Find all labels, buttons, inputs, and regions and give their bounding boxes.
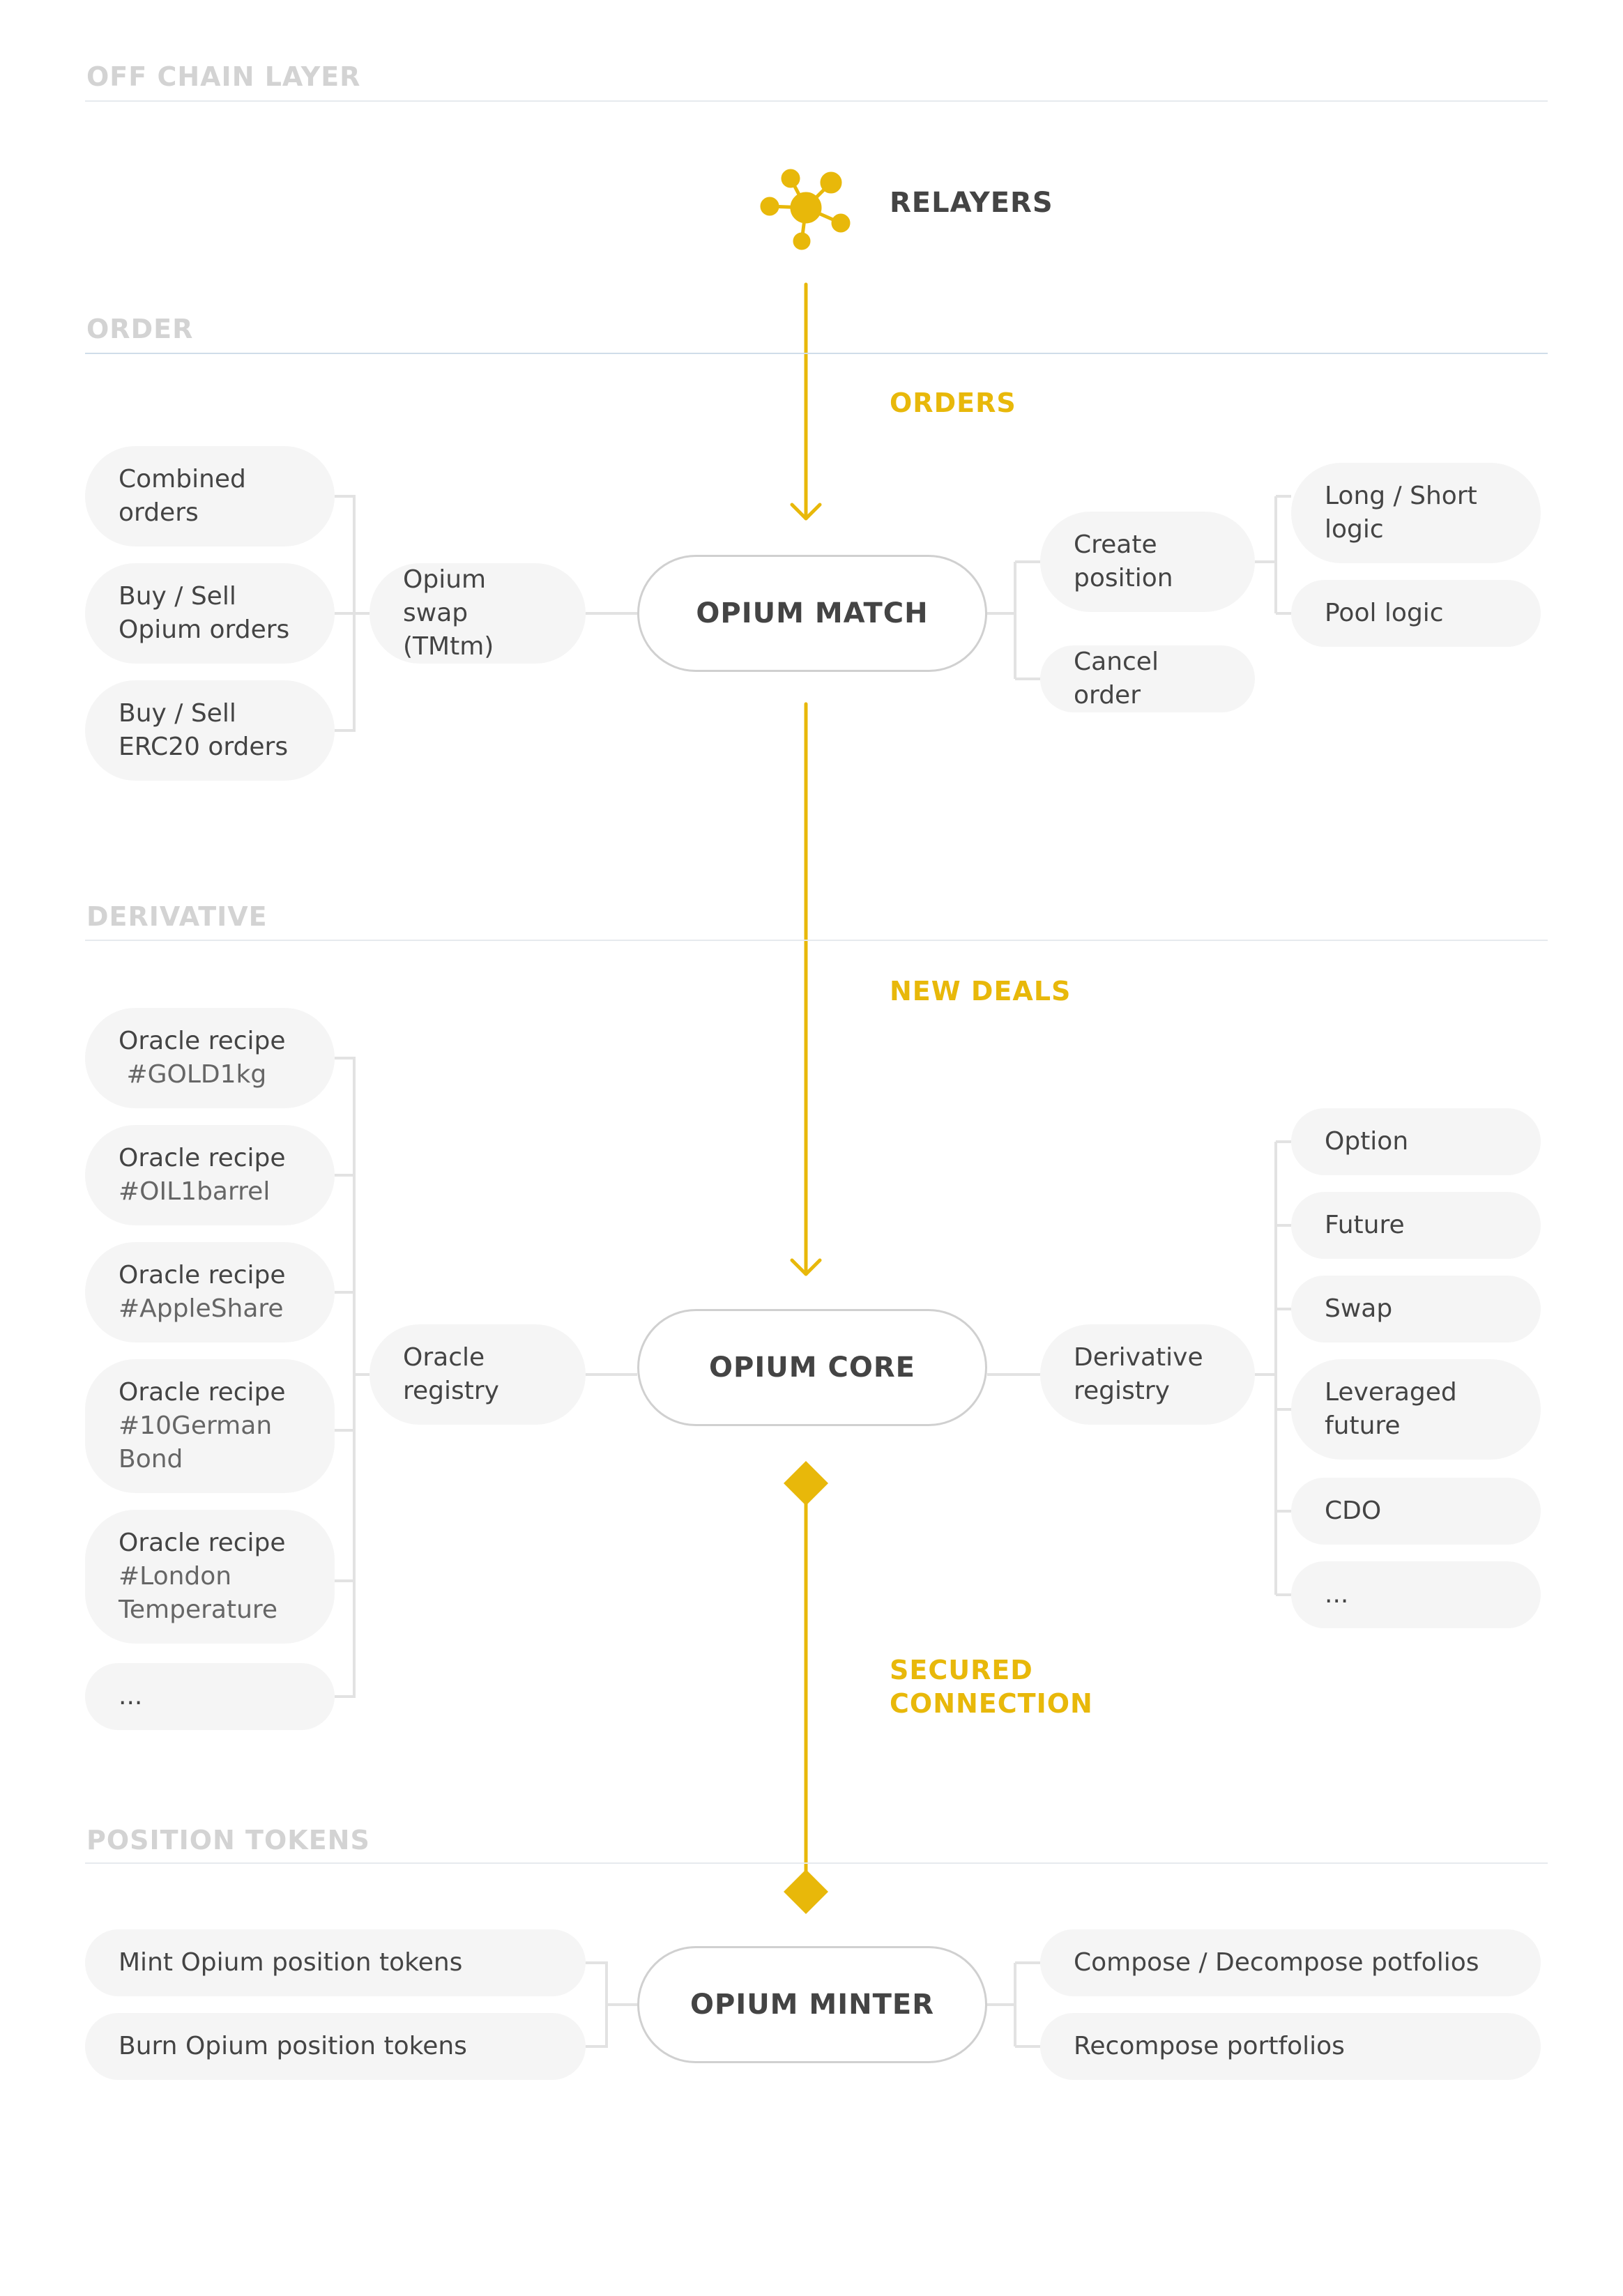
create-position-node[interactable]: Create position bbox=[1040, 512, 1255, 612]
oracle-recipe-more[interactable]: ... bbox=[85, 1663, 335, 1730]
section-divider bbox=[85, 1862, 1548, 1864]
derivative-type-option[interactable]: Option bbox=[1291, 1108, 1541, 1175]
section-divider bbox=[85, 353, 1548, 354]
section-position-tokens: POSITION TOKENS bbox=[86, 1825, 370, 1855]
oracle-recipe-item[interactable]: Oracle recipe #GOLD1kg bbox=[85, 1008, 335, 1108]
mint-position-tokens-node[interactable]: Mint Opium position tokens bbox=[85, 1929, 586, 1996]
order-type-combined[interactable]: Combined orders bbox=[85, 446, 335, 546]
burn-position-tokens-node[interactable]: Burn Opium position tokens bbox=[85, 2013, 586, 2080]
opium-minter-node[interactable]: OPIUM MINTER bbox=[637, 1946, 987, 2063]
oracle-recipe-title: Oracle recipe bbox=[119, 1378, 286, 1407]
derivative-registry-node[interactable]: Derivative registry bbox=[1040, 1324, 1255, 1425]
derivative-type-future[interactable]: Future bbox=[1291, 1192, 1541, 1259]
recompose-portfolios-node[interactable]: Recompose portfolios bbox=[1040, 2013, 1541, 2080]
derivative-type-swap[interactable]: Swap bbox=[1291, 1276, 1541, 1342]
pool-logic-node[interactable]: Pool logic bbox=[1291, 580, 1541, 647]
compose-portfolios-node[interactable]: Compose / Decompose potfolios bbox=[1040, 1929, 1541, 1996]
flow-label-secured-connection: SECURED CONNECTION bbox=[890, 1655, 1093, 1719]
oracle-recipe-id: #OIL1barrel bbox=[119, 1177, 270, 1206]
network-hub-icon bbox=[760, 169, 851, 250]
oracle-recipe-item[interactable]: Oracle recipe #10German Bond bbox=[85, 1359, 335, 1493]
oracle-recipe-id: #AppleShare bbox=[119, 1294, 284, 1323]
oracle-recipe-item[interactable]: Oracle recipe #OIL1barrel bbox=[85, 1125, 335, 1225]
oracle-recipe-id: #London Temperature bbox=[119, 1562, 278, 1624]
flow-label-new-deals: NEW DEALS bbox=[890, 976, 1072, 1007]
relayers-label: RELAYERS bbox=[890, 187, 1053, 219]
derivative-type-leveraged-future[interactable]: Leveraged future bbox=[1291, 1359, 1541, 1460]
opium-swap-node[interactable]: Opium swap (TMtm) bbox=[369, 563, 586, 664]
oracle-recipe-id: #10German Bond bbox=[119, 1411, 273, 1474]
section-divider bbox=[85, 100, 1548, 102]
derivative-type-cdo[interactable]: CDO bbox=[1291, 1478, 1541, 1545]
section-derivative: DERIVATIVE bbox=[86, 901, 268, 932]
section-order: ORDER bbox=[86, 314, 194, 344]
derivative-type-more[interactable]: ... bbox=[1291, 1561, 1541, 1628]
oracle-recipe-item[interactable]: Oracle recipe #London Temperature bbox=[85, 1510, 335, 1644]
cancel-order-node[interactable]: Cancel order bbox=[1040, 645, 1255, 712]
oracle-recipe-title: Oracle recipe bbox=[119, 1261, 286, 1289]
section-off-chain-layer: OFF CHAIN LAYER bbox=[86, 61, 361, 92]
long-short-logic-node[interactable]: Long / Short logic bbox=[1291, 463, 1541, 563]
opium-match-node[interactable]: OPIUM MATCH bbox=[637, 555, 987, 672]
oracle-recipe-title: Oracle recipe bbox=[119, 1144, 286, 1172]
order-type-erc20[interactable]: Buy / Sell ERC20 orders bbox=[85, 680, 335, 781]
oracle-recipe-title: Oracle recipe bbox=[119, 1027, 286, 1055]
order-type-opium[interactable]: Buy / Sell Opium orders bbox=[85, 563, 335, 664]
oracle-recipe-title: Oracle recipe bbox=[119, 1529, 286, 1557]
oracle-recipe-item[interactable]: Oracle recipe #AppleShare bbox=[85, 1242, 335, 1342]
oracle-registry-node[interactable]: Oracle registry bbox=[369, 1324, 586, 1425]
section-divider bbox=[85, 940, 1548, 941]
oracle-recipe-id: #GOLD1kg bbox=[119, 1060, 267, 1089]
opium-core-node[interactable]: OPIUM CORE bbox=[637, 1309, 987, 1426]
flow-label-orders: ORDERS bbox=[890, 388, 1016, 418]
